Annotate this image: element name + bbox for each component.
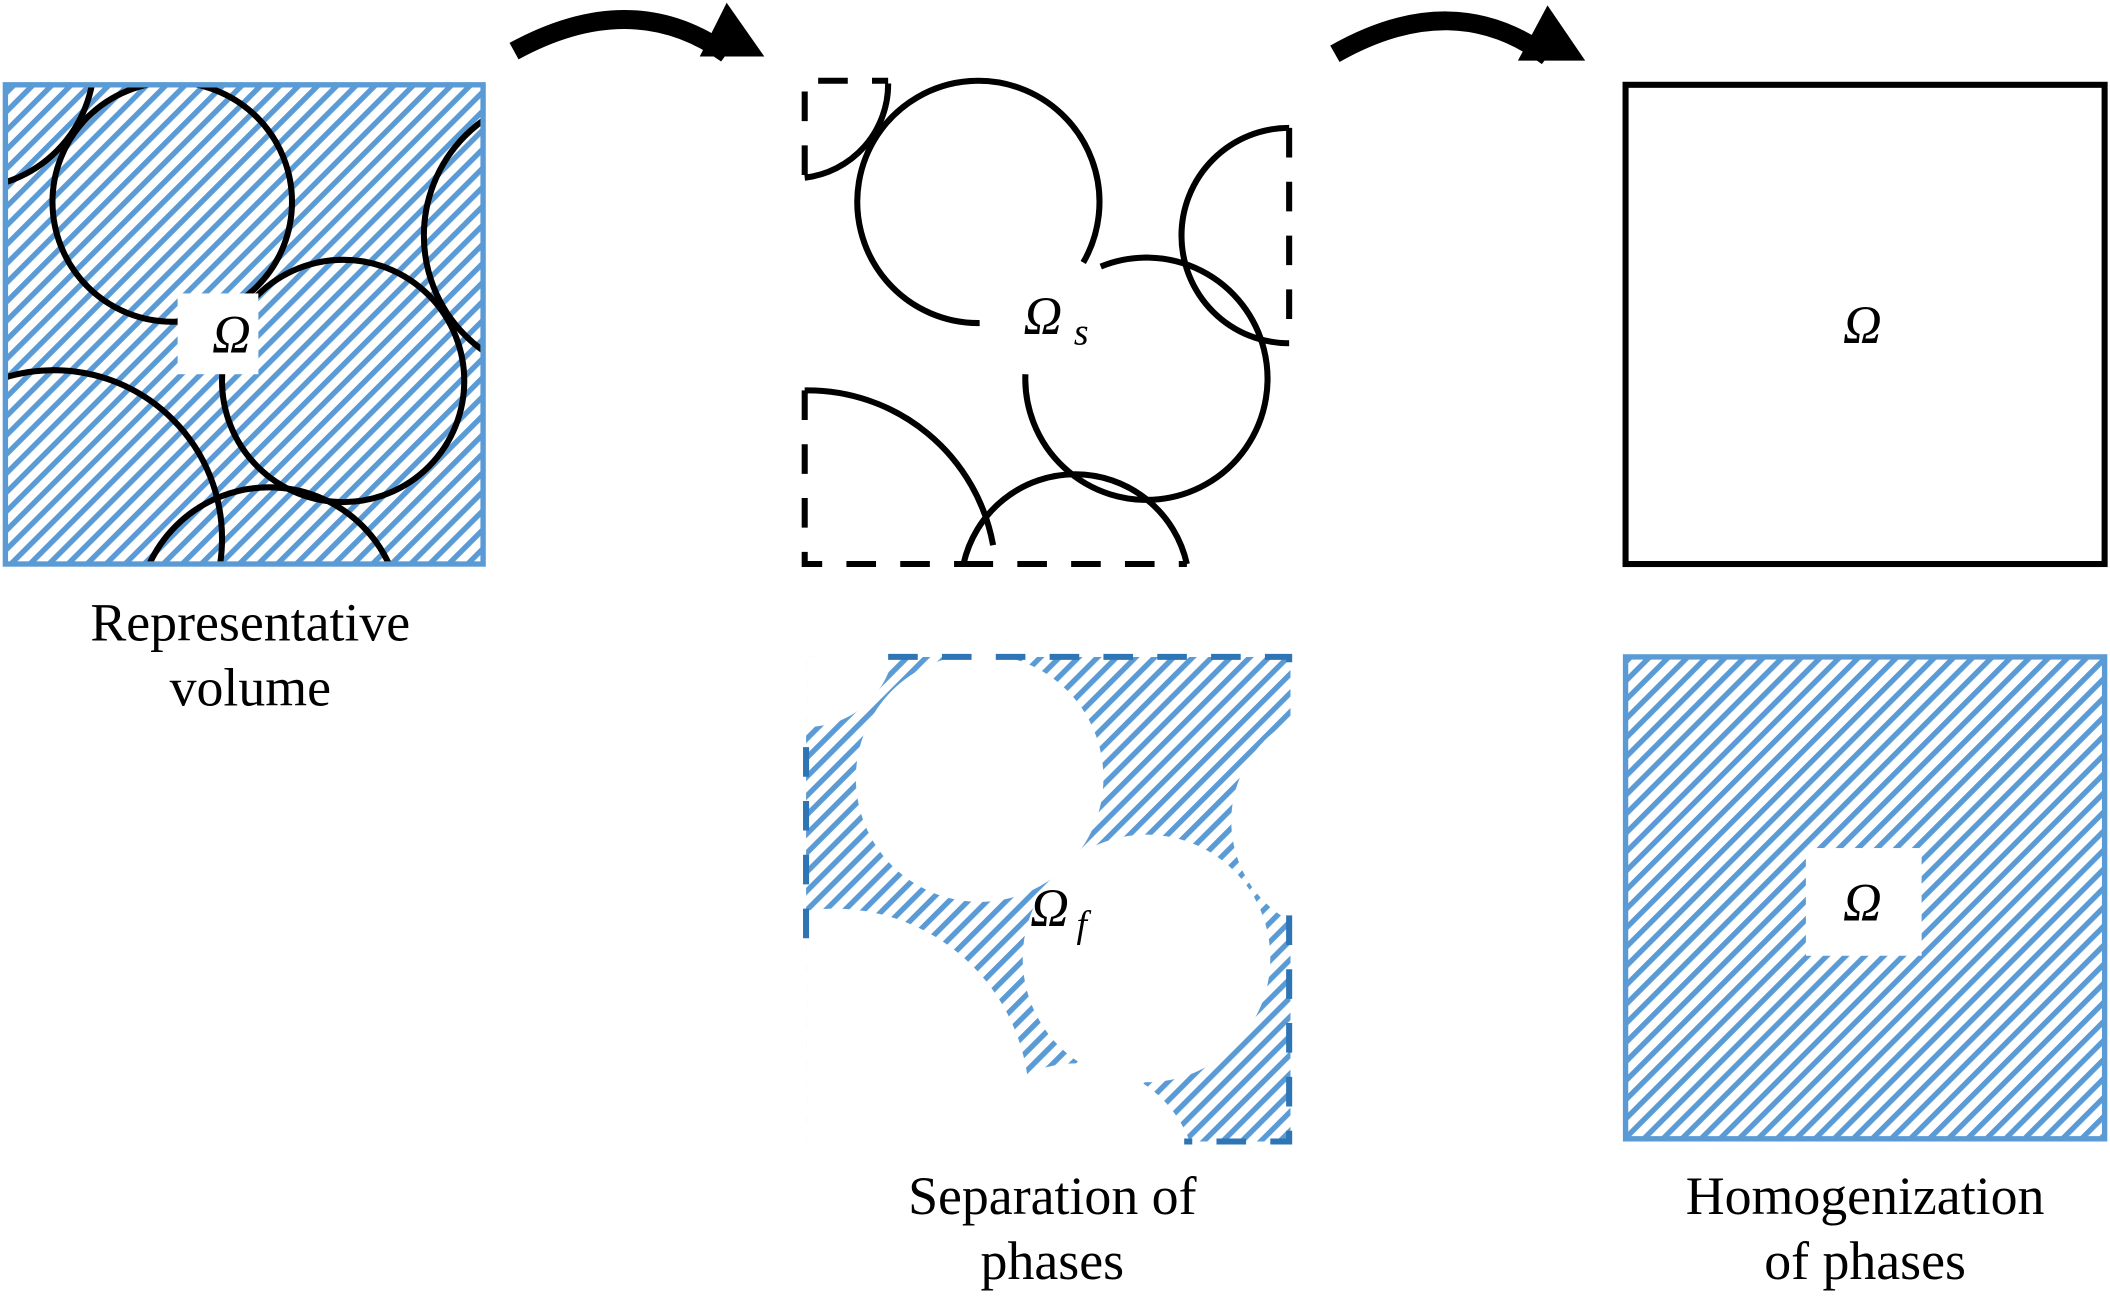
omega-symbol: Ω: [1030, 878, 1069, 938]
rv-border: [2, 82, 486, 567]
particle-arc: [960, 471, 1190, 565]
fluid-phase-panel: Ω f Separation of phases: [803, 653, 1293, 1291]
omega-symbol: Ω: [1843, 295, 1882, 355]
particle-void: [855, 656, 1104, 902]
arrow-right-icon: [509, 2, 765, 62]
caption-line: phases: [981, 1231, 1124, 1291]
dashed-border: [801, 390, 964, 568]
dashed-border: [888, 653, 1293, 674]
particle-void: [963, 1063, 1190, 1142]
caption-line: Homogenization: [1686, 1166, 2045, 1226]
dashed-border: [1184, 915, 1293, 1145]
caption-line: of phases: [1764, 1231, 1966, 1291]
caption-line: volume: [170, 657, 331, 717]
particle-void: [806, 656, 894, 727]
omega-symbol: Ω: [212, 305, 251, 365]
particle-arc: [1022, 254, 1271, 503]
subscript: s: [1074, 312, 1089, 354]
particle-arc: [854, 77, 1103, 327]
particles: [5, 84, 484, 565]
particle-arc: [804, 387, 997, 546]
caption-line: Separation of: [908, 1166, 1197, 1226]
particle: [5, 367, 226, 565]
arrow-right-icon: [1330, 5, 1586, 65]
homogenized-solid-panel: Ω: [1622, 81, 2108, 568]
particle: [219, 256, 468, 506]
particle: [146, 484, 393, 565]
homogenized-fluid-panel: Ω Homogenization of phases: [1622, 654, 2108, 1291]
solid-phase-panel: Ω s: [801, 77, 1293, 568]
particle-arc: [1178, 124, 1290, 347]
particle-void: [806, 908, 1030, 1142]
solid-box: [1622, 81, 2108, 568]
omega-symbol: Ω: [1023, 286, 1062, 346]
label-bg: [177, 293, 259, 375]
representative-volume-panel: Ω Representative volume: [2, 82, 486, 717]
particle-void: [1022, 834, 1271, 1083]
caption-line: Representative: [90, 593, 410, 653]
particle-arc: [804, 83, 892, 181]
label-bg: [1805, 848, 1922, 956]
particle-void: [1231, 720, 1291, 922]
particle: [420, 116, 484, 355]
omega-symbol: Ω: [1843, 873, 1882, 933]
particle: [49, 84, 296, 325]
